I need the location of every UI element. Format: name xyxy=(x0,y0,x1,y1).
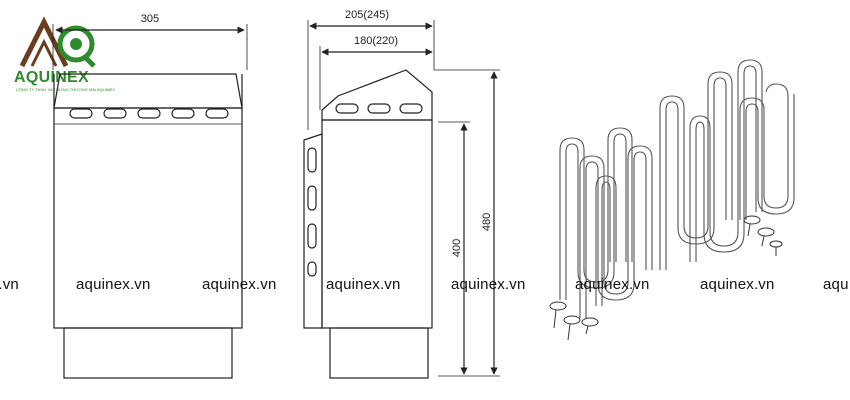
watermark-text: aquinex.vn xyxy=(451,276,526,293)
heating-elements xyxy=(549,59,795,341)
side-outer-width-label: 205(245) xyxy=(345,9,389,21)
watermark-text: aquinex.vn xyxy=(202,276,277,293)
watermark-text: aquinex.vn xyxy=(76,276,151,293)
body-height-label: 400 xyxy=(451,239,463,257)
aquinex-logo: AQUINEX CÔNG TY TNHH XÂY DỰNG THƯƠNG MẠI… xyxy=(14,14,115,94)
watermark-text: aquinex.vn xyxy=(700,276,775,293)
logo-brand-text: AQUINEX xyxy=(14,69,89,86)
front-body xyxy=(53,107,243,329)
side-inner-width-label: 180(220) xyxy=(354,35,398,47)
side-view: 205(245) 180(220) 400 xyxy=(303,9,500,379)
side-vent-slots xyxy=(335,103,423,114)
front-view: 305 xyxy=(52,13,248,379)
watermark-text: aquinex.vn xyxy=(575,276,650,293)
heater-group-right xyxy=(659,59,795,270)
heater-terminals xyxy=(549,215,783,341)
side-body xyxy=(321,119,433,329)
bracket-slots xyxy=(307,147,317,277)
total-height-label: 480 xyxy=(481,213,493,231)
watermark-text: aquinex.vn xyxy=(326,276,401,293)
watermark-text: aqu xyxy=(823,276,849,293)
logo-tagline: CÔNG TY TNHH XÂY DỰNG THƯƠNG MẠI AQUINEX xyxy=(16,87,116,92)
heater-group-left xyxy=(559,127,653,318)
watermark-text: r.vn xyxy=(0,276,19,293)
front-base xyxy=(63,327,233,379)
side-base xyxy=(329,327,429,379)
front-top-guard xyxy=(53,73,243,109)
front-width-label: 305 xyxy=(141,13,159,25)
logo-emblem-icon xyxy=(19,16,96,68)
front-vent-slots xyxy=(69,108,229,119)
wall-bracket xyxy=(303,133,323,329)
